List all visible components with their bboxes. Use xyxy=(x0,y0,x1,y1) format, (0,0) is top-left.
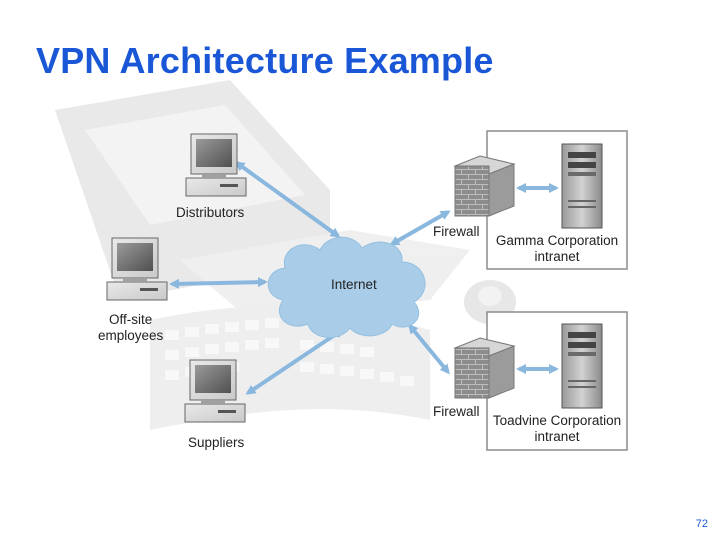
label-offsite-line1: Off-site xyxy=(109,312,153,327)
distributors-pc-icon xyxy=(185,133,247,197)
label-gamma-line2: intranet xyxy=(534,249,580,264)
arrow-distributors-internet xyxy=(234,161,341,238)
label-toadvine-line1: Toadvine Corporation xyxy=(492,413,622,428)
label-firewall-top: Firewall xyxy=(433,224,480,239)
offsite-pc-icon xyxy=(106,237,168,301)
arrow-internet-toadvine xyxy=(408,323,450,375)
label-internet: Internet xyxy=(331,277,377,292)
label-gamma: Gamma Corporation intranet xyxy=(490,233,624,265)
label-suppliers: Suppliers xyxy=(188,435,245,450)
arrow-offsite-internet xyxy=(169,277,268,289)
connection-arrows xyxy=(169,161,559,395)
label-firewall-bottom: Firewall xyxy=(433,404,480,419)
label-toadvine: Toadvine Corporation intranet xyxy=(488,413,626,445)
arrow-suppliers-internet xyxy=(245,328,345,395)
page-number: 72 xyxy=(695,518,708,530)
label-distributors: Distributors xyxy=(176,205,245,220)
label-offsite: Off-site employees xyxy=(98,312,163,344)
toadvine-server-icon xyxy=(561,323,603,409)
internet-cloud xyxy=(267,236,426,338)
suppliers-pc-icon xyxy=(184,359,246,423)
label-offsite-line2: employees xyxy=(98,328,164,343)
label-toadvine-line2: intranet xyxy=(534,429,580,444)
slide-title: VPN Architecture Example xyxy=(36,40,494,81)
firewall-top-icon xyxy=(453,155,516,217)
gamma-server-icon xyxy=(561,143,603,229)
firewall-bottom-icon xyxy=(453,337,516,399)
label-gamma-line1: Gamma Corporation xyxy=(495,233,619,248)
arrow-internet-gamma xyxy=(389,210,451,246)
